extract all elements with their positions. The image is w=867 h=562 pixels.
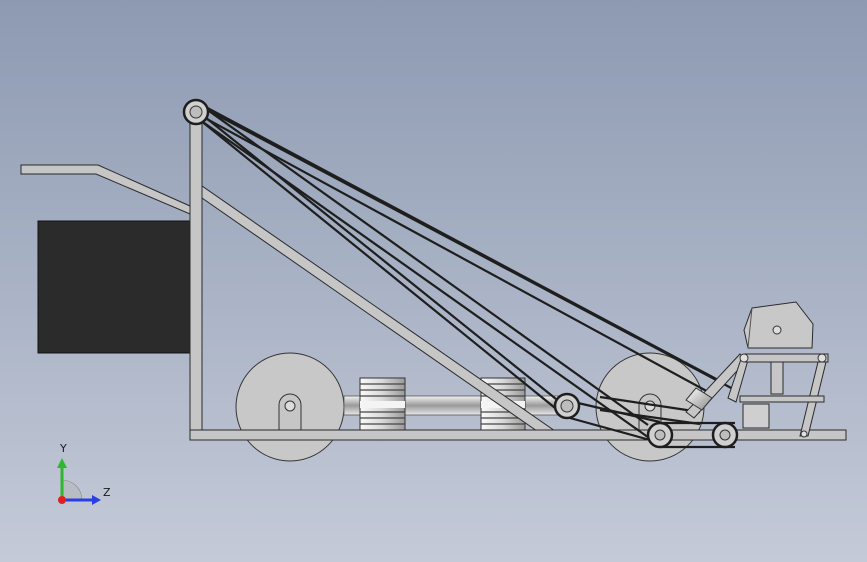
triad-y-label: Y (60, 442, 67, 455)
rear-wheel (235, 352, 345, 462)
triad-x-axis (58, 496, 66, 504)
triad-z-label: Z (103, 486, 111, 499)
top-pulley (182, 98, 210, 126)
engine-block (37, 220, 192, 354)
front-pulley-right (711, 421, 739, 449)
seed-hopper (743, 301, 814, 349)
front-wheel (595, 352, 705, 462)
coordinate-triad (57, 458, 101, 505)
front-linkage (685, 353, 829, 438)
front-pulley-left (646, 421, 674, 449)
belt-drive (189, 103, 736, 449)
frame-vertical-post (189, 111, 203, 432)
mid-pulley (553, 392, 581, 420)
gear-left (359, 377, 406, 431)
frame-bottom-rail (189, 429, 847, 441)
handle-bar (20, 164, 191, 215)
